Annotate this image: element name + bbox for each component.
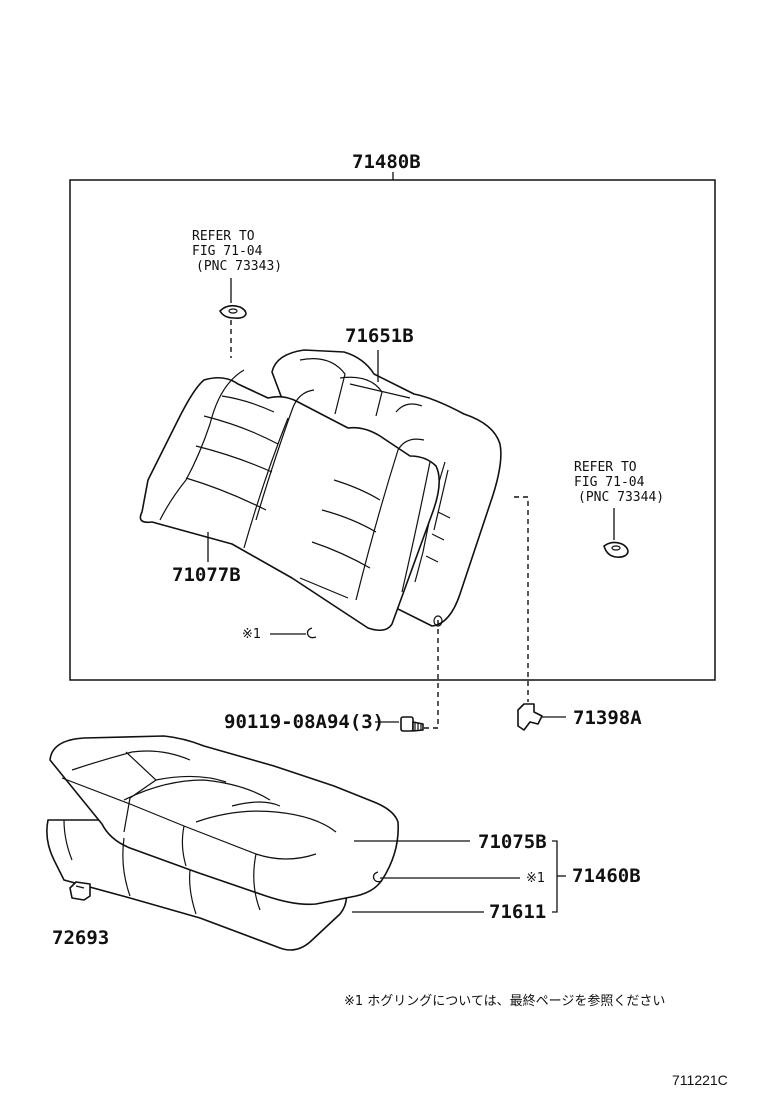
label-71398A[interactable]: 71398A bbox=[573, 707, 642, 729]
hog-ring-icon-bottom bbox=[372, 871, 383, 883]
label-71075B[interactable]: 71075B bbox=[478, 831, 547, 853]
label-71077B[interactable]: 71077B bbox=[172, 564, 241, 586]
ref-left-line3: (PNC 73343) bbox=[196, 259, 282, 274]
label-71460B[interactable]: 71460B bbox=[572, 865, 641, 887]
clip-icon-left bbox=[219, 304, 247, 319]
ref-note-right: REFER TO FIG 71-04 (PNC 73344) bbox=[574, 460, 664, 505]
ref-left-line2: FIG 71-04 bbox=[192, 244, 263, 259]
bolt-icon bbox=[400, 716, 424, 732]
ring-mark-top: ※1 bbox=[242, 627, 261, 642]
label-72693[interactable]: 72693 bbox=[52, 927, 109, 949]
diagram-code: 711221C bbox=[672, 1072, 728, 1088]
bracket-icon bbox=[69, 881, 91, 901]
ref-left-line1: REFER TO bbox=[192, 229, 255, 244]
ring-mark-bottom: ※1 bbox=[526, 871, 545, 886]
footnote: ※1 ホグリングについては、最終ページを参照ください bbox=[344, 993, 665, 1009]
ref-note-left: REFER TO FIG 71-04 (PNC 73343) bbox=[192, 229, 282, 274]
clip-icon-right bbox=[603, 541, 629, 558]
label-90119-08A94[interactable]: 90119-08A94(3) bbox=[224, 711, 384, 733]
hog-ring-icon bbox=[306, 627, 317, 639]
hook-icon bbox=[517, 703, 543, 731]
ref-right-line1: REFER TO bbox=[574, 460, 637, 475]
label-71480B[interactable]: 71480B bbox=[352, 151, 421, 173]
assembly-frame bbox=[69, 172, 716, 681]
ref-right-line2: FIG 71-04 bbox=[574, 475, 645, 490]
seat-cushion bbox=[46, 735, 399, 951]
label-71611[interactable]: 71611 bbox=[489, 901, 546, 923]
label-71651B[interactable]: 71651B bbox=[345, 325, 414, 347]
ref-right-line3: (PNC 73344) bbox=[578, 490, 664, 505]
seat-back-pad bbox=[139, 369, 440, 632]
